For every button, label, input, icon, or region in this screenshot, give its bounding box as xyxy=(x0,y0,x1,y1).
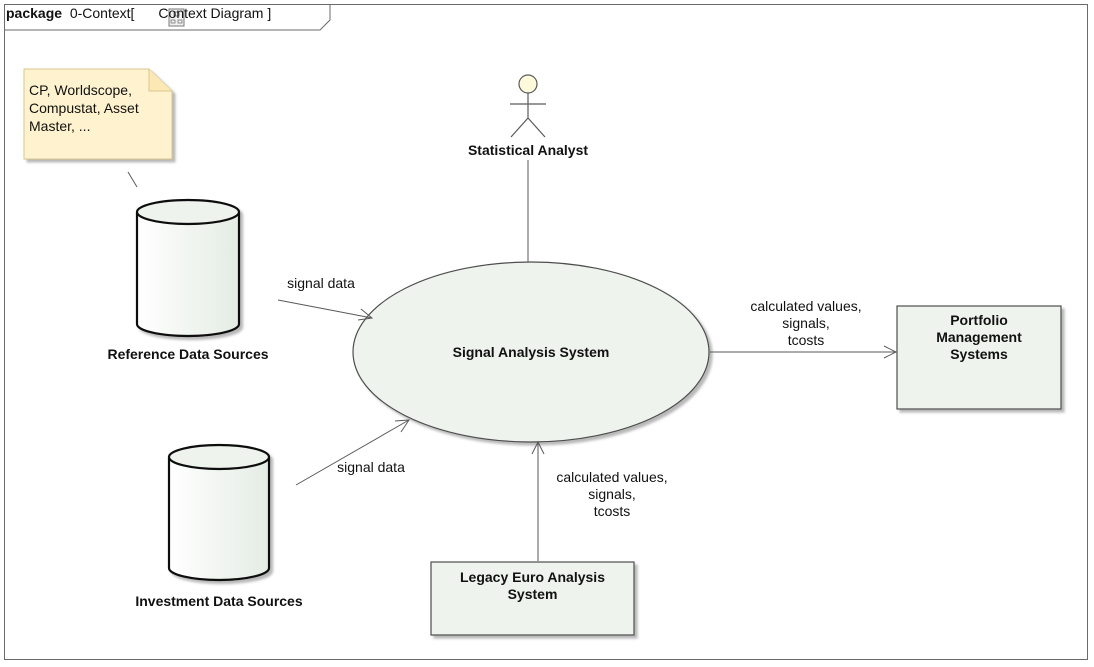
frame-tab-outline xyxy=(4,4,331,31)
investment-signal-data-flow[interactable] xyxy=(295,419,410,486)
reference-signal-data-label: signal data xyxy=(287,275,355,291)
reference-data-sources-label: Reference Data Sources xyxy=(107,346,269,362)
portfolio-flow-label: calculated values, signals, tcosts xyxy=(750,298,862,348)
investment-data-sources-icon[interactable] xyxy=(167,443,271,582)
investment-data-sources-label: Investment Data Sources xyxy=(135,593,303,609)
reference-data-sources-icon[interactable] xyxy=(135,198,241,338)
frame-diagram-type: Context Diagram xyxy=(158,5,264,21)
note-fold xyxy=(148,69,172,92)
frame-package-name: 0-Context xyxy=(69,5,131,21)
context-diagram-icon-part xyxy=(177,19,183,24)
legacy-input-flow[interactable] xyxy=(531,440,545,561)
diagram-frame xyxy=(4,4,1088,660)
portfolio-output-flow[interactable] xyxy=(710,345,898,359)
note-anchor-line xyxy=(127,171,138,188)
portfolio-management-systems-shape[interactable] xyxy=(896,305,1062,410)
note-text: CP, Worldscope, Compustat, Asset Master,… xyxy=(29,82,139,134)
context-diagram-icon xyxy=(168,8,185,27)
frame-bracket-open: [ xyxy=(130,5,135,21)
frame-bracket-close: ] xyxy=(267,5,272,21)
frame-keyword: package xyxy=(6,5,63,21)
context-diagram-icon-part xyxy=(170,19,176,24)
statistical-analyst-actor-icon[interactable] xyxy=(510,74,546,138)
portfolio-management-systems-label: Portfolio Management Systems xyxy=(936,312,1022,362)
legacy-euro-analysis-system-shape[interactable] xyxy=(430,561,635,636)
signal-analysis-system-shape[interactable] xyxy=(352,261,710,443)
context-diagram-icon-part xyxy=(173,11,180,17)
legacy-euro-analysis-system-label: Legacy Euro Analysis System xyxy=(460,569,605,602)
investment-signal-data-label: signal data xyxy=(337,459,405,475)
signal-analysis-system-label: Signal Analysis System xyxy=(452,344,610,360)
frame-title: package 0-Context[ Context Diagram ] xyxy=(6,5,271,21)
statistical-analyst-label: Statistical Analyst xyxy=(467,142,589,158)
legacy-flow-label: calculated values, signals, tcosts xyxy=(556,469,668,519)
reference-signal-data-flow[interactable] xyxy=(277,299,374,321)
note-shape[interactable] xyxy=(23,68,173,160)
